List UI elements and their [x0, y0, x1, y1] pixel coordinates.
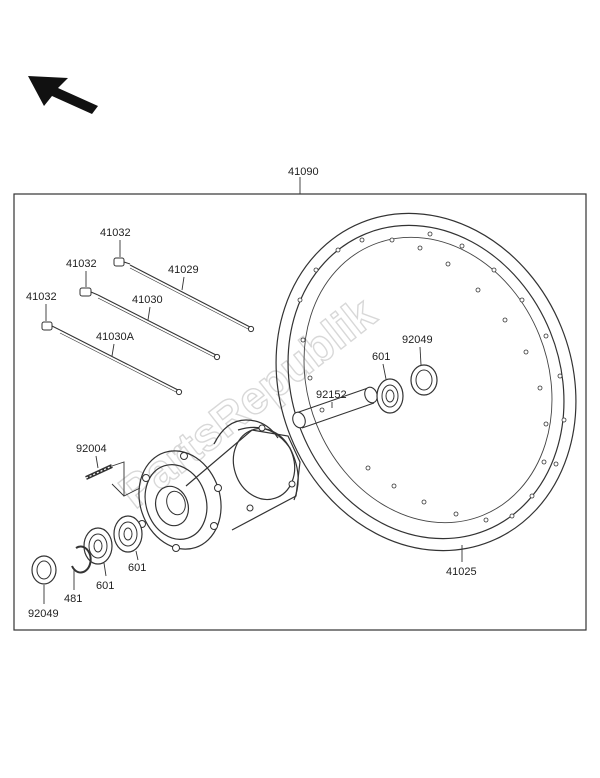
seal-92049-left: [31, 555, 57, 585]
label-41032-c[interactable]: 41032: [26, 291, 57, 303]
label-41029[interactable]: 41029: [168, 264, 199, 276]
label-41032-a[interactable]: 41032: [100, 227, 131, 239]
label-41090[interactable]: 41090: [288, 166, 319, 178]
label-41030A[interactable]: 41030A: [96, 331, 135, 343]
label-601-b[interactable]: 601: [96, 580, 114, 592]
bearing-601-left-inner: [113, 515, 143, 553]
label-41032-b[interactable]: 41032: [66, 258, 97, 270]
bearing-601-right: [376, 378, 404, 414]
watermark: PartsRepublik: [109, 286, 385, 518]
arrow-up-left-icon: [28, 76, 98, 114]
label-601-a[interactable]: 601: [372, 351, 390, 363]
spacer-92152: [292, 386, 378, 429]
spoke-41029: [129, 264, 255, 333]
label-481[interactable]: 481: [64, 593, 82, 605]
spoke-41030A: [59, 329, 183, 396]
label-92152[interactable]: 92152: [316, 389, 347, 401]
label-41025[interactable]: 41025: [446, 566, 477, 578]
label-601-c[interactable]: 601: [128, 562, 146, 574]
rim: [275, 212, 577, 552]
label-92004[interactable]: 92004: [76, 443, 107, 455]
spoke-41032-a: [113, 257, 131, 267]
wheel-hub: [138, 419, 301, 552]
bearing-601-left-outer: [83, 527, 113, 565]
label-92049-b[interactable]: 92049: [28, 608, 59, 620]
spoke-41032-c: [41, 321, 61, 331]
seal-92049-right: [410, 364, 438, 396]
spoke-41032-b: [79, 287, 99, 297]
circlip-481: [71, 545, 92, 574]
spoke-41030: [97, 294, 221, 361]
label-41030[interactable]: 41030: [132, 294, 163, 306]
label-92049-a[interactable]: 92049: [402, 334, 433, 346]
stud-92004: [85, 464, 113, 480]
